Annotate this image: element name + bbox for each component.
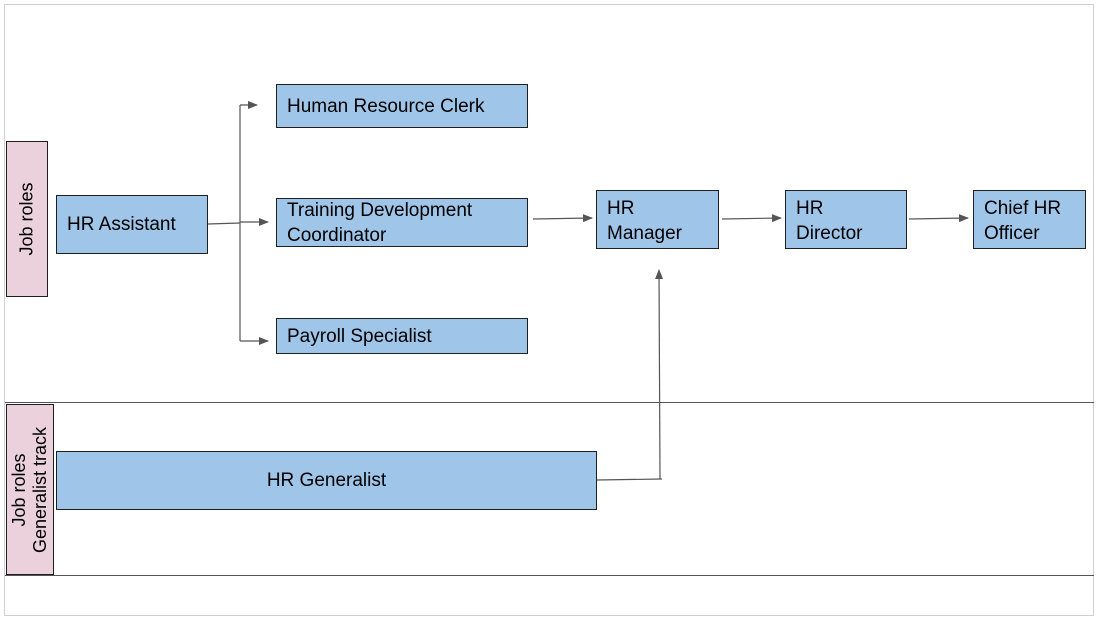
node-hr-generalist: HR Generalist — [56, 451, 597, 510]
connector-generalist-horizontal — [596, 478, 663, 481]
node-payroll-specialist: Payroll Specialist — [276, 318, 528, 354]
node-chro-line1: Chief HR — [984, 198, 1062, 219]
node-hr-director-line2: Director — [796, 223, 863, 244]
node-hr-assistant-label: HR Assistant — [67, 214, 176, 235]
lane-label-job-roles: Job roles — [6, 141, 48, 297]
node-hr-manager: HR Manager — [596, 190, 719, 249]
node-human-resource-clerk-label: Human Resource Clerk — [287, 96, 485, 117]
node-hr-director: HR Director — [785, 190, 907, 249]
node-hr-assistant: HR Assistant — [56, 195, 208, 254]
node-hr-manager-line1: HR — [607, 198, 635, 219]
arrow-training-to-manager — [532, 214, 593, 223]
arrow-manager-to-director — [721, 214, 782, 223]
lane-separator-bottom — [5, 575, 1094, 576]
node-human-resource-clerk: Human Resource Clerk — [276, 84, 528, 128]
arrow-generalist-to-manager — [655, 269, 664, 480]
node-hr-generalist-label: HR Generalist — [266, 470, 387, 491]
lane-separator-top — [5, 402, 1094, 403]
node-chro-line2: Officer — [984, 223, 1040, 244]
node-hr-manager-line2: Manager — [607, 223, 682, 244]
connector-assistant-to-branch — [207, 222, 241, 225]
arrow-director-to-chro — [908, 214, 969, 223]
node-hr-director-line1: HR — [796, 198, 824, 219]
diagram-canvas — [4, 4, 1094, 616]
node-training-line2: Coordinator — [287, 225, 387, 246]
node-payroll-specialist-label: Payroll Specialist — [287, 326, 432, 347]
lane-label-generalist-track: Job roles Generalist track — [6, 404, 54, 575]
node-chief-hr-officer: Chief HR Officer — [973, 190, 1086, 249]
node-training-development-coordinator: Training Development Coordinator — [276, 198, 528, 247]
node-training-line1: Training Development — [287, 200, 473, 221]
